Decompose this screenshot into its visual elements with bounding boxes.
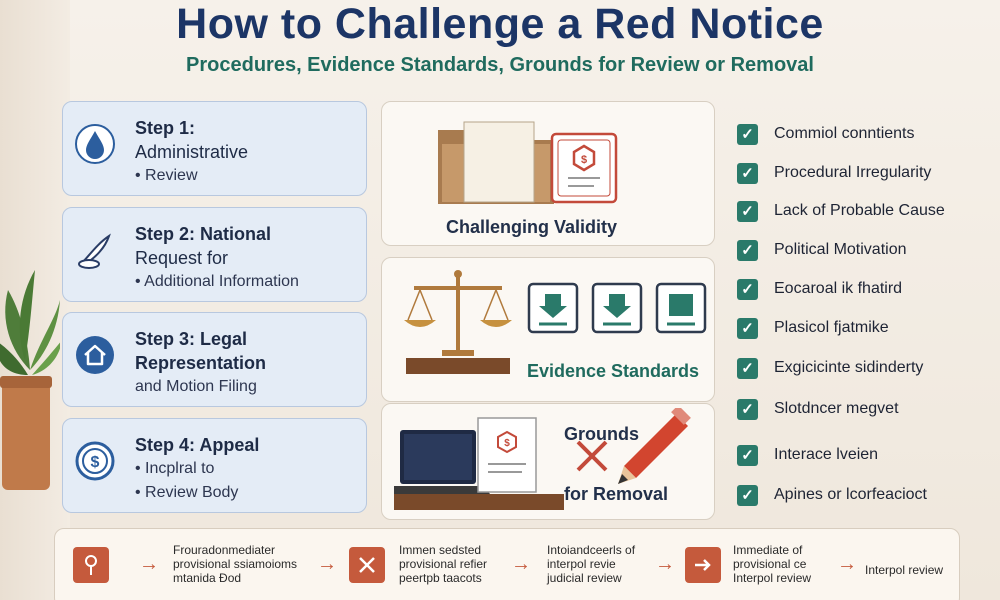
red-x-icon [576,440,608,472]
flow-step-5-line1: Interpol review [865,563,944,577]
home-icon [76,336,114,374]
checkbox-checked-icon[interactable]: ✓ [737,444,758,466]
check-item-label: Lack of Probable Cause [774,202,945,219]
flow-step-5: Interpol review [865,563,943,577]
potted-plant-image [0,270,60,490]
flow-arrow-icon: → [511,553,531,575]
checkbox-checked-icon[interactable]: ✓ [737,484,758,506]
step-3-subtitle: Representation [135,353,267,373]
check-item-label: Eocaroal ik fhatird [774,280,903,297]
flow-step-1-line3: mtanida Ðod [173,571,242,585]
arrow-box-icon [685,547,721,583]
check-item-8[interactable]: ✓ Slotdncer megvet [737,396,899,422]
flow-arrow-icon: → [837,553,857,575]
panel-validity-label: Challenging Validity [446,217,618,237]
panel-evidence-label: Evidence Standards [527,361,700,381]
check-item-label: Exgicicinte sidinderty [774,359,924,376]
pin-icon [73,547,109,583]
flow-arrow-icon: → [139,553,159,575]
water-drop-icon [75,124,115,164]
step-2-subtitle: Request for [135,248,229,268]
flow-arrow-icon: → [655,553,675,575]
laptop-document-icon: $ [394,417,564,510]
checkbox-checked-icon[interactable]: ✓ [737,317,758,339]
flow-step-3-line2: interpol revie [547,557,616,571]
flow-step-2: Immen sedsted provisional refier peertpb… [399,543,487,585]
flow-step-3: Intoiandceerls of interpol revie judicia… [547,543,635,585]
page-title: How to Challenge a Red Notice [176,0,824,48]
svg-text:$: $ [504,438,510,449]
process-flow-bar: → Frouradonmediater provisional ssiamoio… [54,528,960,600]
flow-step-4-line1: Immediate of [733,543,803,557]
check-item-5[interactable]: ✓ Eocaroal ik fhatird [737,276,902,302]
step-card-3[interactable]: Step 3: Legal Representation and Motion … [62,312,367,407]
panel-grounds-for-removal[interactable]: $ Grounds for Removal [381,403,715,520]
flow-step-1-line1: Frouradonmediater [173,543,276,557]
checkbox-checked-icon[interactable]: ✓ [737,278,758,300]
check-item-label: Political Motivation [774,241,907,258]
checkbox-checked-icon[interactable]: ✓ [737,398,758,420]
download-document-icon-2 [591,282,643,334]
checkbox-checked-icon[interactable]: ✓ [737,200,758,222]
dollar-coin-icon: $ [75,441,115,481]
check-item-label: Interace lveien [774,446,879,463]
check-item-label: Procedural Irregularity [774,164,932,181]
step-4-title: Step 4: Appeal [135,435,260,455]
check-item-9[interactable]: ✓ Interace lveien [737,442,878,468]
flow-step-4-line3: Interpol review [733,571,812,585]
step-4-detail: Review Body [145,484,239,501]
flow-step-2-line2: provisional refier [399,557,488,571]
svg-text:$: $ [91,454,100,471]
step-card-4[interactable]: $ Step 4: Appeal Incplral to Review Body [62,418,367,513]
step-2-detail: Additional Information [144,273,299,290]
check-item-2[interactable]: ✓ Procedural Irregularity [737,160,931,186]
flow-step-1-line2: provisional ssiamoioms [173,557,298,571]
flow-step-3-line3: judicial review [547,571,622,585]
step-3-title: Step 3: Legal [135,329,248,349]
check-item-6[interactable]: ✓ Plasicol fjatmike [737,315,889,341]
check-item-label: Apines or lcorfeacioct [774,486,927,503]
checkbox-checked-icon[interactable]: ✓ [737,123,758,145]
svg-text:$: $ [581,154,587,166]
check-item-label: Slotdncer megvet [774,400,899,417]
evidence-document-icons [527,282,707,336]
document-square-icon [655,282,707,334]
flow-arrow-icon: → [317,553,337,575]
check-item-10[interactable]: ✓ Apines or lcorfeacioct [737,482,927,508]
cross-tools-icon [349,547,385,583]
page-subtitle: Procedures, Evidence Standards, Grounds … [186,54,814,76]
flow-step-4-line2: provisional ce [733,557,807,571]
red-pencil-icon [618,408,691,484]
flow-step-1: Frouradonmediater provisional ssiamoioms… [173,543,297,585]
scales-of-justice-icon [404,270,512,374]
flow-step-3-line1: Intoiandceerls of [547,543,636,557]
step-1-detail: Review [145,167,198,184]
panel-removal-label-line1: Grounds [564,424,639,444]
step-3-detail: and Motion Filing [135,378,257,395]
check-item-label: Plasicol fjatmike [774,319,889,336]
step-2-title: Step 2: National [135,224,272,244]
flow-step-4: Immediate of provisional ce Interpol rev… [733,543,811,585]
check-item-3[interactable]: ✓ Lack of Probable Cause [737,198,945,224]
quill-pen-icon [78,233,111,269]
checkbox-checked-icon[interactable]: ✓ [737,162,758,184]
checkbox-checked-icon[interactable]: ✓ [737,357,758,379]
panel-challenging-validity[interactable]: $ Challenging Validity [381,101,715,246]
step-card-2[interactable]: Step 2: National Request for Additional … [62,207,367,302]
check-item-7[interactable]: ✓ Exgicicinte sidinderty [737,355,923,381]
check-item-4[interactable]: ✓ Political Motivation [737,237,907,263]
step-1-title: Step 1: [135,118,196,138]
step-4-subtitle: Incplral to [145,460,215,477]
step-card-1[interactable]: Step 1: Administrative Review [62,101,367,196]
folder-document-icon: $ [438,121,618,204]
checkbox-checked-icon[interactable]: ✓ [737,239,758,261]
download-document-icon [527,282,579,334]
flow-step-2-line3: peertpb taacots [399,571,482,585]
check-item-label: Commiol conntients [774,125,915,142]
panel-removal-label-line2: for Removal [564,484,669,504]
panel-evidence-standards[interactable]: Evidence Standards [381,257,715,402]
check-item-1[interactable]: ✓ Commiol conntients [737,121,915,147]
flow-step-2-line1: Immen sedsted [399,543,482,557]
step-1-subtitle: Administrative [135,142,249,162]
